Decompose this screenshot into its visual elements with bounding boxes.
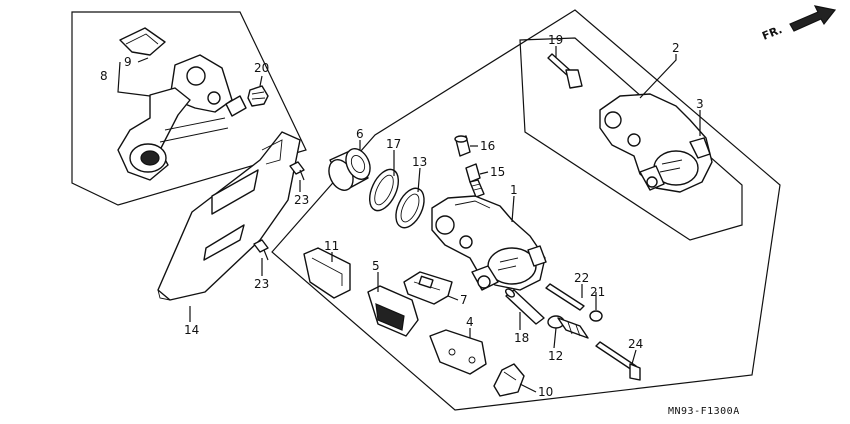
callout-10: 10 bbox=[538, 385, 553, 399]
pad-pin-part-22 bbox=[545, 283, 585, 311]
callout-20: 20 bbox=[254, 61, 269, 75]
callout-9: 9 bbox=[124, 55, 132, 69]
piston-part-6 bbox=[328, 148, 371, 191]
main-group-frame bbox=[271, 9, 781, 411]
callout-3: 3 bbox=[696, 97, 704, 111]
caliper-body-part-1 bbox=[431, 195, 547, 291]
pad-clip-part-10 bbox=[493, 363, 525, 397]
callout-14: 14 bbox=[184, 323, 199, 337]
bleeder-cap-part-16 bbox=[454, 135, 471, 157]
callout-16: 16 bbox=[480, 139, 495, 153]
piston-seal-part-13 bbox=[395, 187, 425, 229]
bolt-part-19 bbox=[547, 53, 583, 89]
callout-2: 2 bbox=[672, 41, 680, 55]
callout-1: 1 bbox=[510, 183, 518, 197]
bolt-part-23-upper bbox=[289, 161, 305, 181]
front-direction-label: FR. bbox=[760, 23, 784, 43]
callout-21: 21 bbox=[590, 285, 605, 299]
callout-22: 22 bbox=[574, 271, 589, 285]
caliper-guard-part-14 bbox=[157, 131, 301, 301]
callout-13: 13 bbox=[412, 155, 427, 169]
callout-11: 11 bbox=[324, 239, 339, 253]
bolt-part-23-lower bbox=[253, 239, 269, 261]
bracket-group-frame bbox=[71, 11, 307, 206]
bleeder-screw-part-15 bbox=[465, 163, 485, 198]
pad-retainer-part-7 bbox=[403, 271, 453, 305]
callout-24: 24 bbox=[628, 337, 643, 351]
slide-pin-part-18 bbox=[505, 288, 545, 325]
brake-pad-part-4 bbox=[429, 329, 487, 375]
callout-19: 19 bbox=[548, 33, 563, 47]
front-direction-indicator: FR. bbox=[760, 5, 837, 43]
callout-12: 12 bbox=[548, 349, 563, 363]
callout-7: 7 bbox=[460, 293, 468, 307]
callout-18: 18 bbox=[514, 331, 529, 345]
caliper-assy-frame bbox=[519, 37, 743, 241]
leader-lines bbox=[117, 46, 701, 393]
callout-8: 8 bbox=[100, 69, 108, 83]
callout-17: 17 bbox=[386, 137, 401, 151]
caliper-bracket-part bbox=[117, 27, 247, 181]
caliper-assembly-part-2 bbox=[599, 93, 713, 193]
pin-plug-part-21 bbox=[589, 310, 603, 322]
bolt-part-24 bbox=[595, 341, 641, 381]
slide-bolt-part-12 bbox=[547, 315, 589, 339]
callout-5: 5 bbox=[372, 259, 380, 273]
callout-15: 15 bbox=[490, 165, 505, 179]
dust-seal-part-17 bbox=[368, 168, 400, 212]
brake-pad-part-5 bbox=[367, 285, 419, 337]
pad-spring-part-11 bbox=[303, 247, 351, 299]
diagram-code: MN93-F1300A bbox=[668, 406, 740, 417]
front-arrow-icon bbox=[789, 5, 837, 32]
callout-23-lower: 23 bbox=[254, 277, 269, 291]
bolt-cap-part-20 bbox=[247, 85, 269, 107]
callout-labels: 1 2 3 4 5 6 7 8 9 10 11 12 13 14 15 16 1… bbox=[100, 33, 704, 399]
callout-4: 4 bbox=[466, 315, 474, 329]
callout-23-upper: 23 bbox=[294, 193, 309, 207]
callout-6: 6 bbox=[356, 127, 364, 141]
